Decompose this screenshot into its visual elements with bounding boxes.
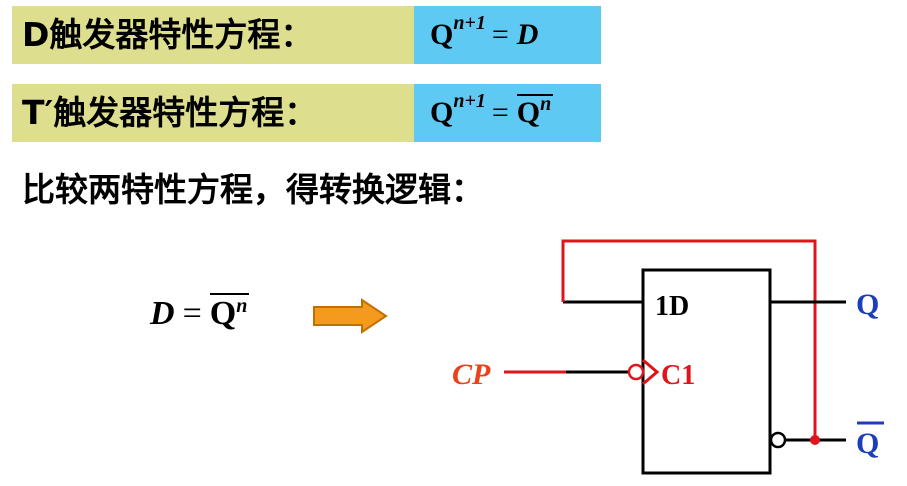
t-prime-ff-equation-formula: Q n+1 = Qn xyxy=(414,84,601,142)
feedback-wire xyxy=(561,239,817,440)
current-state-superscript: n xyxy=(236,295,248,317)
d-ff-equation-label: D触发器特性方程： xyxy=(12,6,414,64)
next-state-superscript: n+1 xyxy=(453,11,486,34)
right-arrow-icon xyxy=(313,298,388,334)
cp-signal-label: CP xyxy=(452,358,491,391)
q-symbol: Q xyxy=(209,295,237,332)
q-bar-term: Qn xyxy=(209,293,249,333)
d-input-label: 1D xyxy=(655,291,689,322)
inversion-bubble xyxy=(769,431,787,449)
q-symbol: Q xyxy=(430,18,454,51)
d-ff-equation-formula: Q n+1 = D xyxy=(414,6,601,64)
q-symbol: Q xyxy=(430,96,454,129)
comparison-text: 比较两特性方程，得转换逻辑： xyxy=(22,170,484,209)
q-bar-term: Qn xyxy=(516,93,554,130)
current-state-superscript: n xyxy=(540,93,552,115)
next-state-superscript: n+1 xyxy=(453,89,486,112)
clock-inversion-bubble xyxy=(627,363,645,381)
equals-sign: = xyxy=(491,18,509,51)
equals-sign: = xyxy=(491,96,509,129)
clock-input-label: C1 xyxy=(661,360,695,391)
equals-sign: = xyxy=(182,295,202,332)
q-bar-output-label: Q xyxy=(856,427,879,460)
q-output-label: Q xyxy=(856,288,879,321)
clock-edge-indicator xyxy=(642,358,660,386)
flip-flop-box xyxy=(641,268,772,475)
d-symbol: D xyxy=(150,295,175,332)
q-symbol: Q xyxy=(516,96,541,129)
conversion-equation: D = Qn xyxy=(150,285,249,343)
t-prime-ff-equation-label: T′触发器特性方程： xyxy=(12,84,414,142)
d-symbol: D xyxy=(516,18,539,51)
junction-dot xyxy=(810,435,820,445)
